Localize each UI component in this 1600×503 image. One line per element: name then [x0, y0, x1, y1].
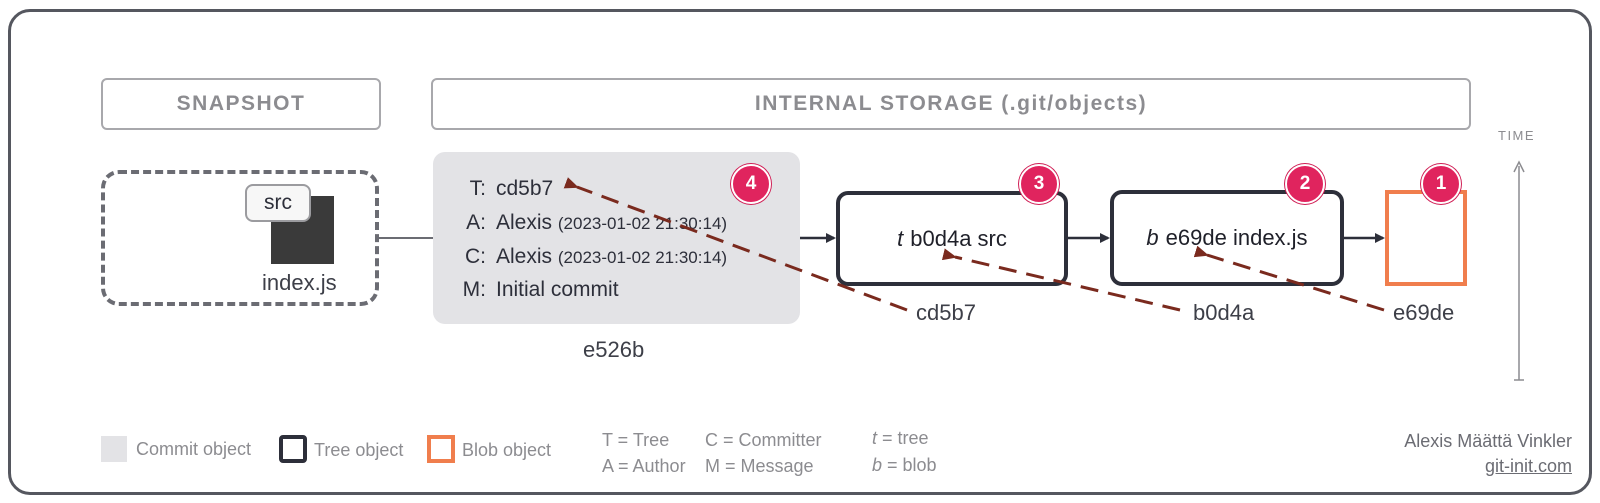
commit-object-swatch — [101, 436, 127, 462]
internal-storage-header-label: INTERNAL STORAGE (.git/objects) — [754, 92, 1148, 115]
snapshot-header: SNAPSHOT — [101, 78, 381, 130]
commit-tree-key: T: — [469, 177, 486, 200]
snapshot-working-directory — [101, 170, 379, 306]
commit-author-line: A: Alexis (2023-01-02 21:30:14) — [452, 211, 727, 235]
src-tree-type-letter: b — [1146, 225, 1159, 250]
commit-committer-name: Alexis — [496, 245, 553, 268]
tree-object-swatch — [279, 435, 307, 463]
legend-committer-abbrev: C = Committer — [705, 430, 822, 450]
blob-object-swatch — [427, 435, 455, 463]
commit-committer-line: C: Alexis (2023-01-02 21:30:14) — [452, 245, 727, 269]
step-badge-4: 4 — [731, 164, 771, 204]
src-tree-hash: b0d4a — [1193, 300, 1255, 325]
root-tree-hash: cd5b7 — [916, 300, 976, 325]
legend-lower-b: b — [872, 455, 883, 475]
src-tree-entry: e69de index.js — [1165, 225, 1308, 250]
snapshot-header-label: SNAPSHOT — [176, 92, 306, 115]
legend-lower-t-rest: = tree — [877, 428, 929, 448]
step-badge-3: 3 — [1019, 164, 1059, 204]
legend-author-abbrev: A = Author — [602, 456, 686, 476]
credit-site-link[interactable]: git-init.com — [1484, 456, 1572, 476]
file-name: index.js — [262, 270, 337, 295]
legend-commit-label: Commit object — [136, 439, 252, 459]
folder-tag: src — [245, 184, 311, 222]
step-badge-1: 1 — [1421, 164, 1461, 204]
blob-object — [1385, 190, 1467, 286]
legend-lower-tree: t = tree — [872, 428, 929, 449]
root-tree-type-letter: t — [897, 225, 904, 251]
legend-message-abbrev: M = Message — [705, 456, 814, 476]
legend-lower-t: t — [872, 428, 878, 448]
commit-author-key: A: — [466, 211, 486, 234]
time-axis-label: TIME — [1498, 128, 1536, 143]
commit-message-line: M: Initial commit — [452, 278, 619, 302]
commit-tree-value: cd5b7 — [496, 177, 554, 200]
root-tree-entry: b0d4a src — [910, 225, 1007, 251]
legend-tree-label: Tree object — [314, 440, 404, 460]
commit-committer-key: C: — [465, 245, 486, 268]
folder-name: src — [264, 191, 292, 214]
blob-hash: e69de — [1393, 300, 1455, 325]
commit-message-key: M: — [462, 278, 486, 301]
commit-message-value: Initial commit — [496, 278, 619, 301]
commit-hash: e526b — [583, 337, 645, 362]
legend-lower-b-rest: = blob — [882, 455, 937, 475]
snapshot-connector-line — [379, 237, 433, 239]
legend-tree-abbrev: T = Tree — [602, 430, 670, 450]
legend-blob-label: Blob object — [462, 440, 552, 460]
commit-tree-line: T: cd5b7 — [452, 177, 554, 201]
internal-storage-header: INTERNAL STORAGE (.git/objects) — [431, 78, 1471, 130]
step-badge-2: 2 — [1285, 164, 1325, 204]
commit-committer-date: (2023-01-02 21:30:14) — [557, 248, 728, 267]
credit-author: Alexis Määttä Vinkler — [1404, 431, 1572, 451]
legend-lower-blob: b = blob — [872, 455, 937, 476]
commit-author-date: (2023-01-02 21:30:14) — [557, 214, 728, 233]
commit-author-name: Alexis — [496, 211, 553, 234]
